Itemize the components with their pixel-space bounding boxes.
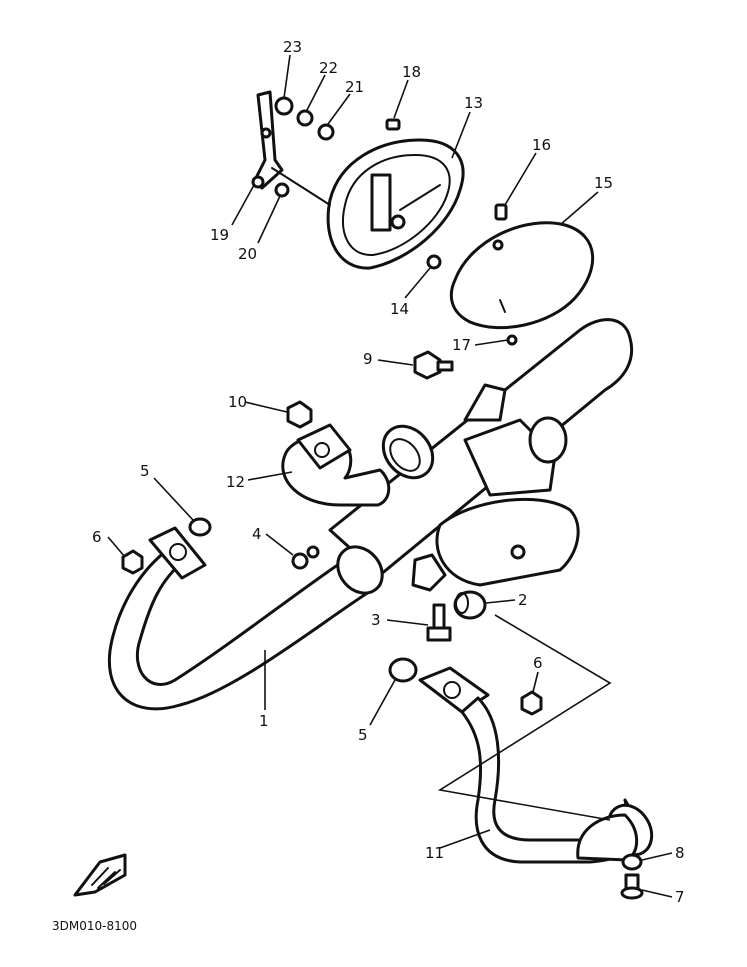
bracket-assembly (251, 90, 335, 206)
callout-5a: 5 (140, 462, 150, 480)
callout-12: 12 (226, 473, 245, 491)
callout-11: 8 (675, 844, 685, 862)
bushing (453, 590, 487, 620)
muffler-main (107, 318, 634, 711)
small-fasteners (385, 118, 442, 270)
front-arrow-icon (73, 853, 127, 897)
callout-16: 16 (532, 136, 551, 154)
callout-17: 17 (452, 336, 471, 354)
callout-20: 20 (238, 245, 257, 263)
callout-18: 18 (402, 63, 421, 81)
bolts-nuts (286, 350, 454, 570)
callout-labels: 23 22 21 18 13 19 20 14 16 15 17 9 10 12… (92, 38, 685, 906)
callout-22: 22 (319, 59, 338, 77)
callout-6a: 6 (92, 528, 102, 546)
callout-9: 11 (425, 844, 444, 862)
reference-outline (437, 614, 612, 821)
callout-23: 23 (283, 38, 302, 56)
end-cap-assembly (326, 138, 465, 270)
callout-3: 3 (371, 611, 381, 629)
callout-21: 21 (345, 78, 364, 96)
callout-7: 9 (363, 350, 373, 368)
callout-6b: 6 (533, 654, 543, 672)
bolt-3 (426, 603, 452, 642)
rear-pipe (281, 423, 391, 507)
callout-4: 4 (252, 525, 262, 543)
leader-lines (107, 54, 673, 898)
callout-15: 15 (594, 174, 613, 192)
flange-nuts (121, 549, 543, 716)
callout-10: 7 (675, 888, 685, 906)
callout-13: 13 (464, 94, 483, 112)
diagram-code: 3DM010-8100 (52, 919, 137, 933)
cover-plate (449, 221, 595, 330)
callout-2: 2 (518, 591, 528, 609)
callout-19: 19 (210, 226, 229, 244)
callout-8: 10 (228, 393, 247, 411)
callout-1: 1 (259, 712, 269, 730)
callout-14: 14 (390, 300, 409, 318)
gaskets (188, 517, 418, 683)
callout-5b: 5 (358, 726, 368, 744)
